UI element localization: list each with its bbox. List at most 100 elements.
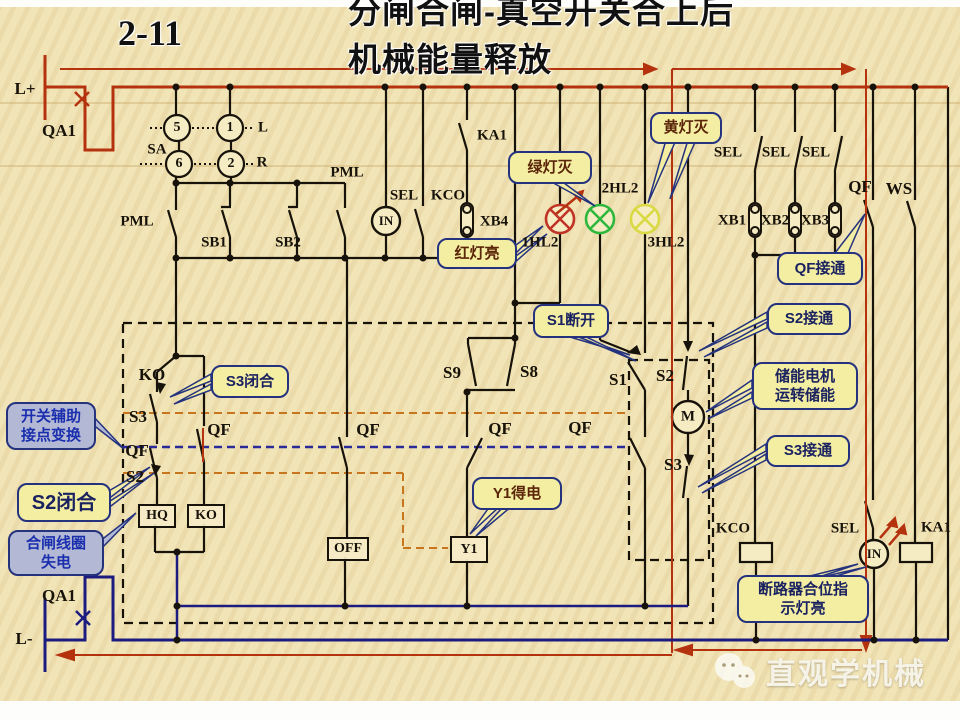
qf-left-label: QF [125,441,149,460]
s3-left-label: S3 [129,407,147,426]
top-margin [0,0,960,7]
callout-qf-closed: QF接通 [777,252,863,285]
paper-lines [0,102,960,167]
callout-motor-line1: 储能电机 [774,367,835,385]
callout-aux-line1: 开关辅助 [20,407,81,425]
ko-contact-label: KO [138,365,166,384]
qf1-label: QF [207,420,231,439]
lamp-2hl2-label: 2HL2 [601,180,639,197]
pml-left-label: PML [120,213,154,230]
lamp-1hl2-label: 1HL2 [521,234,559,251]
qf-linkage-dashed [123,412,627,549]
selector-dotted-links [140,127,253,165]
callout-closing-coil-deenergized: 合闸线圈 失电 [8,530,104,576]
terminal-l-plus: L+ [14,79,36,98]
callout-motor-charging: 储能电机 运转储能 [752,362,858,410]
ka1-coil-label: KA1 [921,519,951,536]
sa-position-l: L [257,119,269,136]
s2-left-label: S2 [126,467,144,486]
y1-box: Y1 [450,536,488,563]
sel-top-label: SEL [389,187,419,204]
callout-aux-line2: 接点变换 [20,427,81,444]
motor-text: M [680,408,696,425]
ko-coil-box: KO [187,504,225,528]
indicator-lamps [544,203,661,235]
ws-label: WS [885,179,913,198]
callout-coil-line2: 失电 [40,554,71,571]
relay-coils [738,541,934,564]
sb1-label: SB1 [201,234,227,251]
qf-top-label: QF [848,177,872,196]
callout-pointers [91,139,867,577]
callout-s2-closed-left: S2闭合 [17,483,111,522]
callout-yellow-lamp-off: 黄灯灭 [650,112,722,144]
flow-arrows-red [54,62,908,662]
watermark: 直观学机械 [712,648,942,694]
callout-s3-closed-right: S3接通 [766,435,850,467]
callout-indicator-line1: 断路器合位指 [757,580,848,598]
callout-indicator-line2: 示灯亮 [780,600,826,617]
qa1-bottom-label: QA1 [42,586,76,605]
sel2-label: SEL [761,144,791,161]
s8-label: S8 [520,362,538,381]
s9-label: S9 [443,363,461,382]
positive-bus-red [43,55,948,152]
junction-dots [172,83,920,644]
terminal-l-minus: L- [15,629,33,648]
bottom-margin [0,701,960,720]
qf2-label: QF [356,420,380,439]
negative-bus-blue [43,552,948,672]
callout-s2-closed-right: S2接通 [767,303,851,335]
lamp-3hl2-label: 3HL2 [647,234,685,251]
callout-s1-open: S1断开 [533,304,609,338]
sb2-label: SB2 [275,234,301,251]
ka1-coil [898,541,934,564]
slide-title: 分闸合闸-真空开关合上后机械能量释放 [348,0,734,78]
sa-contact-2: 2 [227,156,235,171]
in-top-text: IN [378,213,394,228]
qf4-label: QF [568,418,592,437]
qf3-label: QF [488,419,512,438]
kco-coil [738,541,774,564]
callout-motor-line2: 运转储能 [774,387,835,404]
wechat-icon [715,653,755,688]
callout-aux-contact: 开关辅助 接点变换 [6,402,96,450]
callout-position-indicator: 断路器合位指 示灯亮 [737,575,869,623]
sa-contact-6: 6 [175,156,183,171]
ka1-contact-label: KA1 [477,127,507,144]
pml-right-label: PML [330,164,364,181]
s2-mid-label: S2 [656,366,674,385]
sa-position-r: R [256,154,268,171]
mechanism-dashed-boxes [121,321,715,625]
off-box: OFF [327,537,369,561]
xb3-label: XB3 [800,212,830,229]
in-lamp-top [370,205,402,237]
slide-number: 2-11 [117,13,183,53]
watermark-text: 直观学机械 [766,658,926,691]
sel1-label: SEL [713,144,743,161]
hq-coil-box: HQ [138,504,176,528]
callout-green-lamp-off: 绿灯灭 [508,151,592,184]
sa-contact-1: 1 [226,120,234,135]
xb-connectors [460,202,842,238]
qa1-bottom-x-mark [75,610,91,626]
callout-red-lamp-on: 红灯亮 [437,238,517,269]
kco-coil-label: KCO [715,520,751,537]
contact-arrowheads [151,341,694,476]
s1-label: S1 [609,370,627,389]
sel-bottom-label: SEL [830,520,860,537]
sa-label: SA [147,141,167,158]
xb2-label: XB2 [760,212,790,229]
lamp-3hl2-yellow [629,203,661,235]
callout-y1-energized: Y1得电 [472,477,562,510]
s3-mid-label: S3 [664,455,682,474]
lamp-1hl2-red [544,203,576,235]
selector-contacts [162,113,246,179]
kco-top-label: KCO [430,187,466,204]
sel3-label: SEL [801,144,831,161]
in-bottom-text: IN [866,546,882,561]
sa-contact-5: 5 [173,120,181,135]
callout-s3-closed-left: S3闭合 [211,365,289,398]
